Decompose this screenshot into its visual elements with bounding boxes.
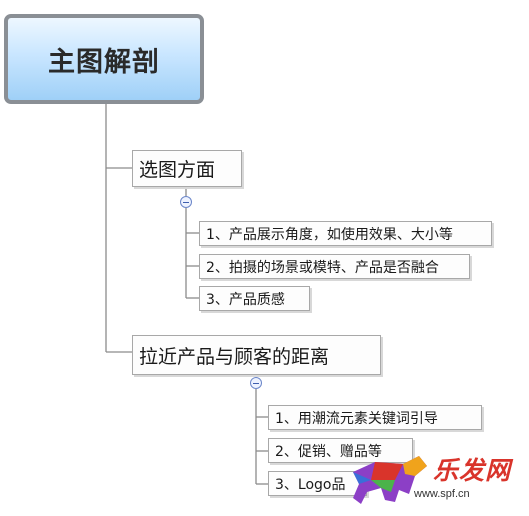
watermark-bull-logo — [353, 456, 427, 504]
subtopic-item[interactable]: 1、用潮流元素关键词引导 — [268, 405, 482, 430]
watermark-text: 乐发网 — [433, 456, 512, 485]
subtopic-item[interactable]: 1、产品展示角度，如使用效果、大小等 — [199, 221, 492, 246]
subtopic-item[interactable]: 2、促销、赠品等 — [268, 438, 413, 463]
subtopic-item[interactable]: 2、拍摄的场景或模特、产品是否融合 — [199, 254, 470, 279]
watermark-url: www.spf.cn — [414, 488, 470, 500]
branch-topic-customer-distance[interactable]: 拉近产品与顾客的距离 — [132, 335, 381, 375]
subtopic-item[interactable]: 3、产品质感 — [199, 286, 310, 311]
collapse-toggle-icon[interactable] — [180, 196, 192, 208]
root-topic[interactable]: 主图解剖 — [4, 14, 204, 104]
collapse-toggle-icon[interactable] — [250, 377, 262, 389]
subtopic-item[interactable]: 3、Logo品 — [268, 471, 367, 496]
branch-topic-image-selection[interactable]: 选图方面 — [132, 150, 242, 187]
